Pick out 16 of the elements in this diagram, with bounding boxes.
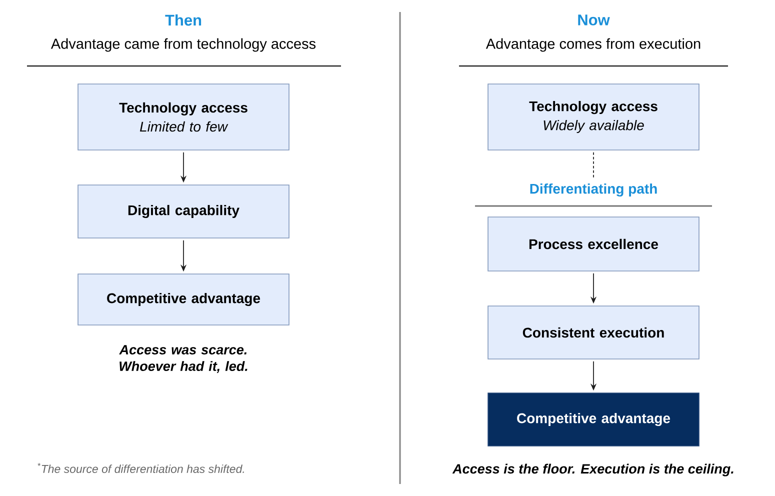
- connector-line: [593, 152, 594, 180]
- process-box: Competitive advantage: [78, 274, 290, 326]
- footnote: $^{*}$The source of differentiation has shifted.: [38, 463, 244, 474]
- note-text: Access is the floor. Execution is the ceiling.: [452, 464, 734, 476]
- column-heading: Now: [578, 14, 610, 26]
- note-text: Access was scarce. Whoever had it, led.: [119, 345, 248, 373]
- process-box: Consistent execution: [488, 306, 700, 360]
- result-box: Competitive advantage: [488, 392, 700, 446]
- subtitle: Advantage comes from execution: [486, 38, 700, 52]
- subtitle: Advantage came from technology access: [50, 38, 316, 52]
- process-box: Process excellence: [488, 216, 700, 272]
- process-box: Technology access Limited to few: [78, 84, 290, 150]
- section-heading: Differentiating path: [530, 183, 657, 197]
- process-box: Technology access Widely available: [488, 84, 700, 150]
- process-box: Digital capability: [78, 184, 290, 238]
- column-heading: Then: [165, 14, 202, 26]
